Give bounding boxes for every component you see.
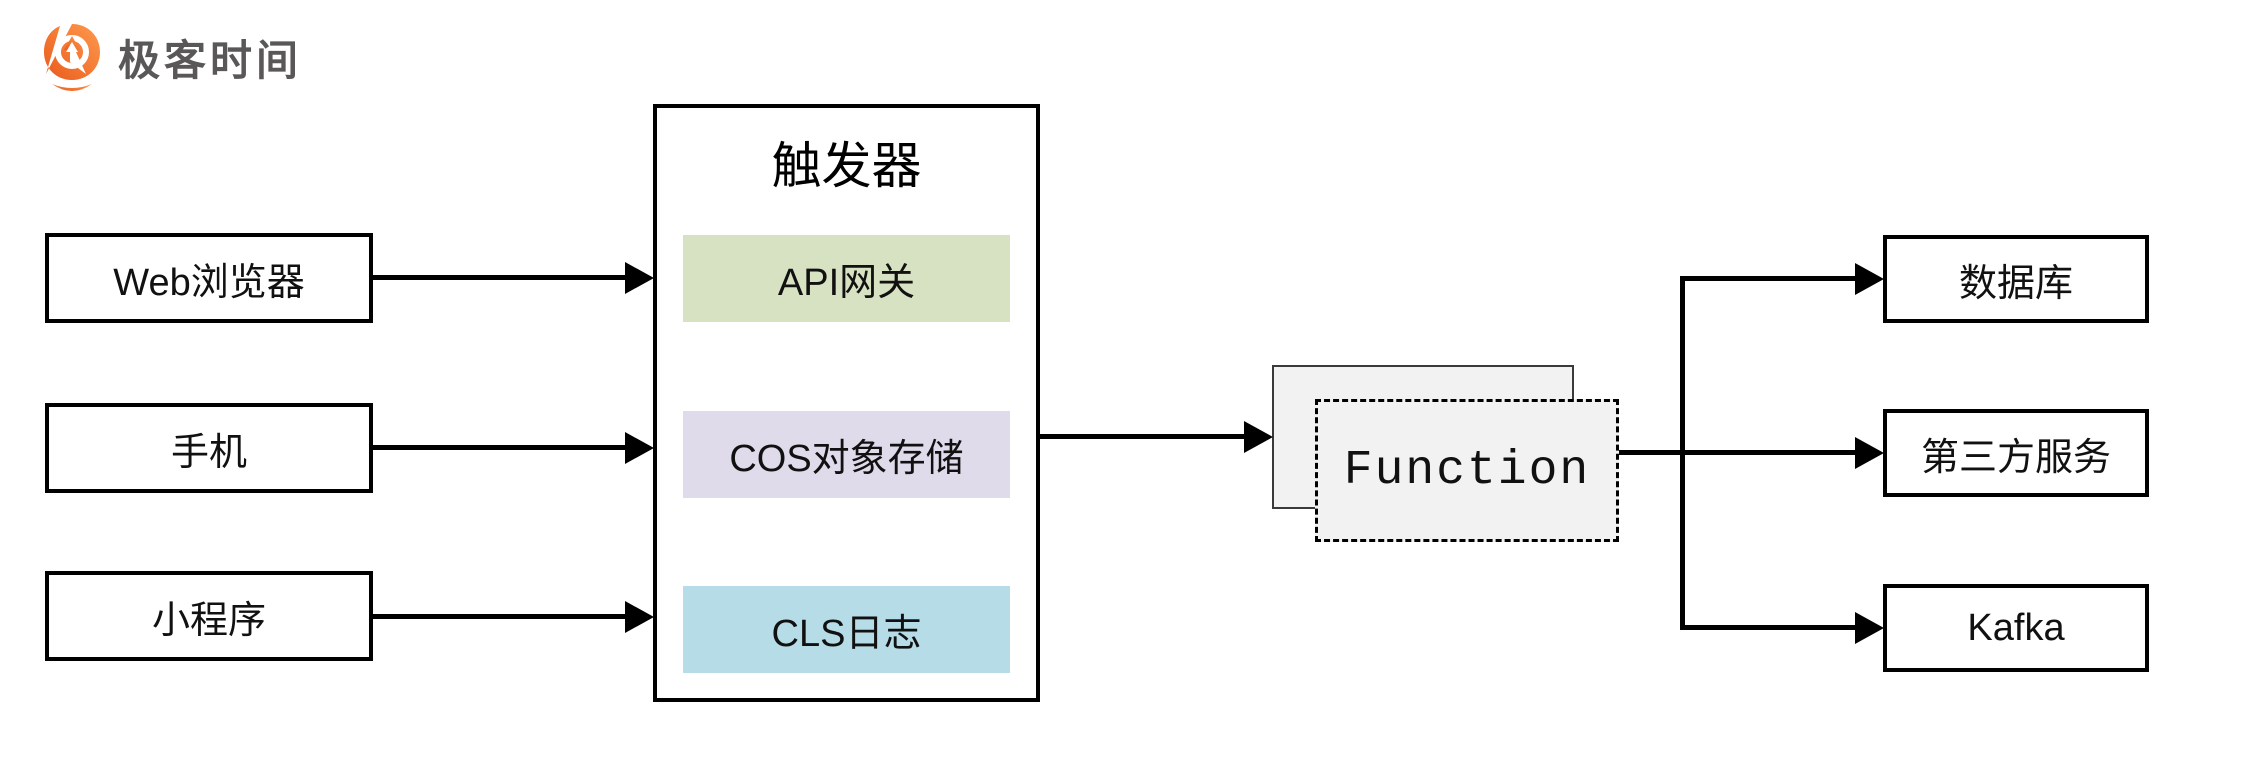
connector-miniprogram-to-trigger xyxy=(373,614,629,619)
arrowhead-icon xyxy=(625,432,654,464)
source-label: 手机 xyxy=(170,431,247,474)
connector-branch-to-kafka xyxy=(1680,625,1858,630)
target-box-kafka: Kafka xyxy=(1883,584,2149,672)
branch-vertical-line xyxy=(1680,276,1685,630)
arrowhead-icon xyxy=(1855,263,1884,295)
source-box-web-browser: Web浏览器 xyxy=(45,233,373,323)
connector-trigger-to-function xyxy=(1040,434,1248,439)
connector-web-to-trigger xyxy=(373,275,629,280)
connector-phone-to-trigger xyxy=(373,445,629,450)
source-box-phone: 手机 xyxy=(45,403,373,493)
arrowhead-icon xyxy=(1855,437,1884,469)
brand-logo: 极客时间 xyxy=(40,22,302,100)
function-box: Function xyxy=(1315,399,1619,542)
trigger-item-cls-log: CLS日志 xyxy=(683,586,1010,673)
connector-function-to-branch xyxy=(1619,450,1858,455)
connector-branch-to-database xyxy=(1680,276,1858,281)
trigger-title: 触发器 xyxy=(771,138,922,194)
source-box-mini-program: 小程序 xyxy=(45,571,373,661)
trigger-group-box: 触发器 API网关 COS对象存储 CLS日志 xyxy=(653,104,1040,702)
arrowhead-icon xyxy=(625,262,654,294)
brand-name: 极客时间 xyxy=(118,37,303,84)
target-box-third-party-service: 第三方服务 xyxy=(1883,409,2149,497)
source-label: 小程序 xyxy=(151,599,266,642)
arrowhead-icon xyxy=(625,601,654,633)
geektime-logo-icon xyxy=(44,24,100,91)
arrowhead-icon xyxy=(1855,612,1884,644)
target-box-database: 数据库 xyxy=(1883,235,2149,323)
target-label: 数据库 xyxy=(1958,262,2073,305)
source-label: Web浏览器 xyxy=(113,261,305,304)
trigger-item-cos-storage: COS对象存储 xyxy=(683,411,1010,498)
target-label: Kafka xyxy=(1967,606,2065,649)
target-label: 第三方服务 xyxy=(1920,436,2111,479)
arrowhead-icon xyxy=(1244,421,1273,453)
trigger-item-api-gateway: API网关 xyxy=(683,235,1010,322)
